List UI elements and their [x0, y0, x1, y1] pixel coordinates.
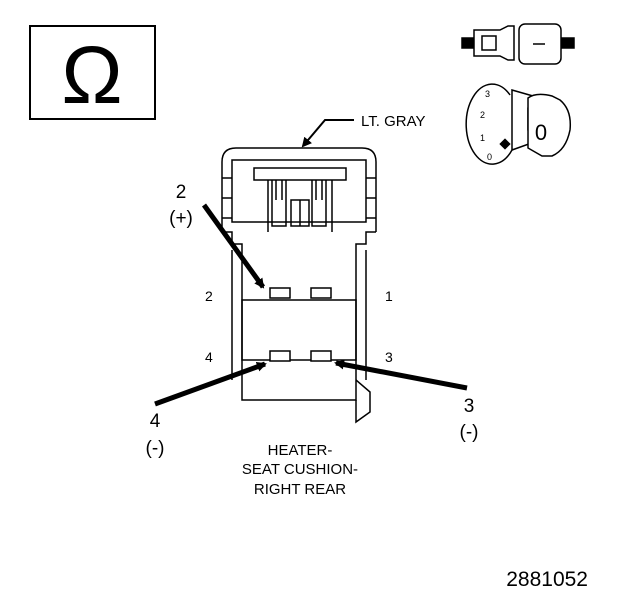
- switch-position-3: 3: [485, 89, 490, 99]
- switch-position-2: 2: [480, 110, 485, 120]
- caption-line-2: SEAT CUSHION-: [242, 461, 358, 478]
- cavity-number-3: 3: [385, 349, 393, 365]
- probe-arrow-pin2: [201, 203, 266, 289]
- pin4-number: 4: [150, 411, 161, 432]
- pin3-number: 3: [464, 396, 475, 417]
- figure-id: 2881052: [506, 568, 588, 591]
- cavity-2-slot: [269, 287, 291, 299]
- color-leader-arrow: [301, 119, 354, 148]
- cavity-number-1: 1: [385, 288, 393, 304]
- pin2-polarity: (+): [169, 208, 193, 229]
- connector-plug-icon: [461, 23, 575, 65]
- ignition-switch-icon: 0 3 2 1 0: [465, 83, 572, 165]
- ohm-symbol-glyph: Ω: [61, 30, 122, 121]
- connector-housing: [221, 147, 377, 424]
- cavity-3-slot: [310, 350, 332, 362]
- cavity-number-2: 2: [205, 288, 213, 304]
- cavity-4-slot: [269, 350, 291, 362]
- pin4-polarity: (-): [146, 438, 165, 459]
- ohmmeter-icon: Ω: [29, 25, 156, 121]
- pin3-polarity: (-): [460, 422, 479, 443]
- connector-color-label: LT. GRAY: [361, 113, 425, 130]
- knob-position-label: 0: [535, 120, 547, 145]
- cavity-number-4: 4: [205, 349, 213, 365]
- caption-line-1: HEATER-: [268, 442, 333, 459]
- switch-position-0: 0: [487, 152, 492, 162]
- caption-line-3: RIGHT REAR: [254, 481, 346, 498]
- pin2-number: 2: [176, 182, 187, 203]
- probe-arrow-pin3: [334, 359, 468, 391]
- cavity-1-slot: [310, 287, 332, 299]
- terminal-cavities: [269, 287, 332, 362]
- probe-arrow-pin4: [154, 361, 267, 407]
- switch-position-1: 1: [480, 133, 485, 143]
